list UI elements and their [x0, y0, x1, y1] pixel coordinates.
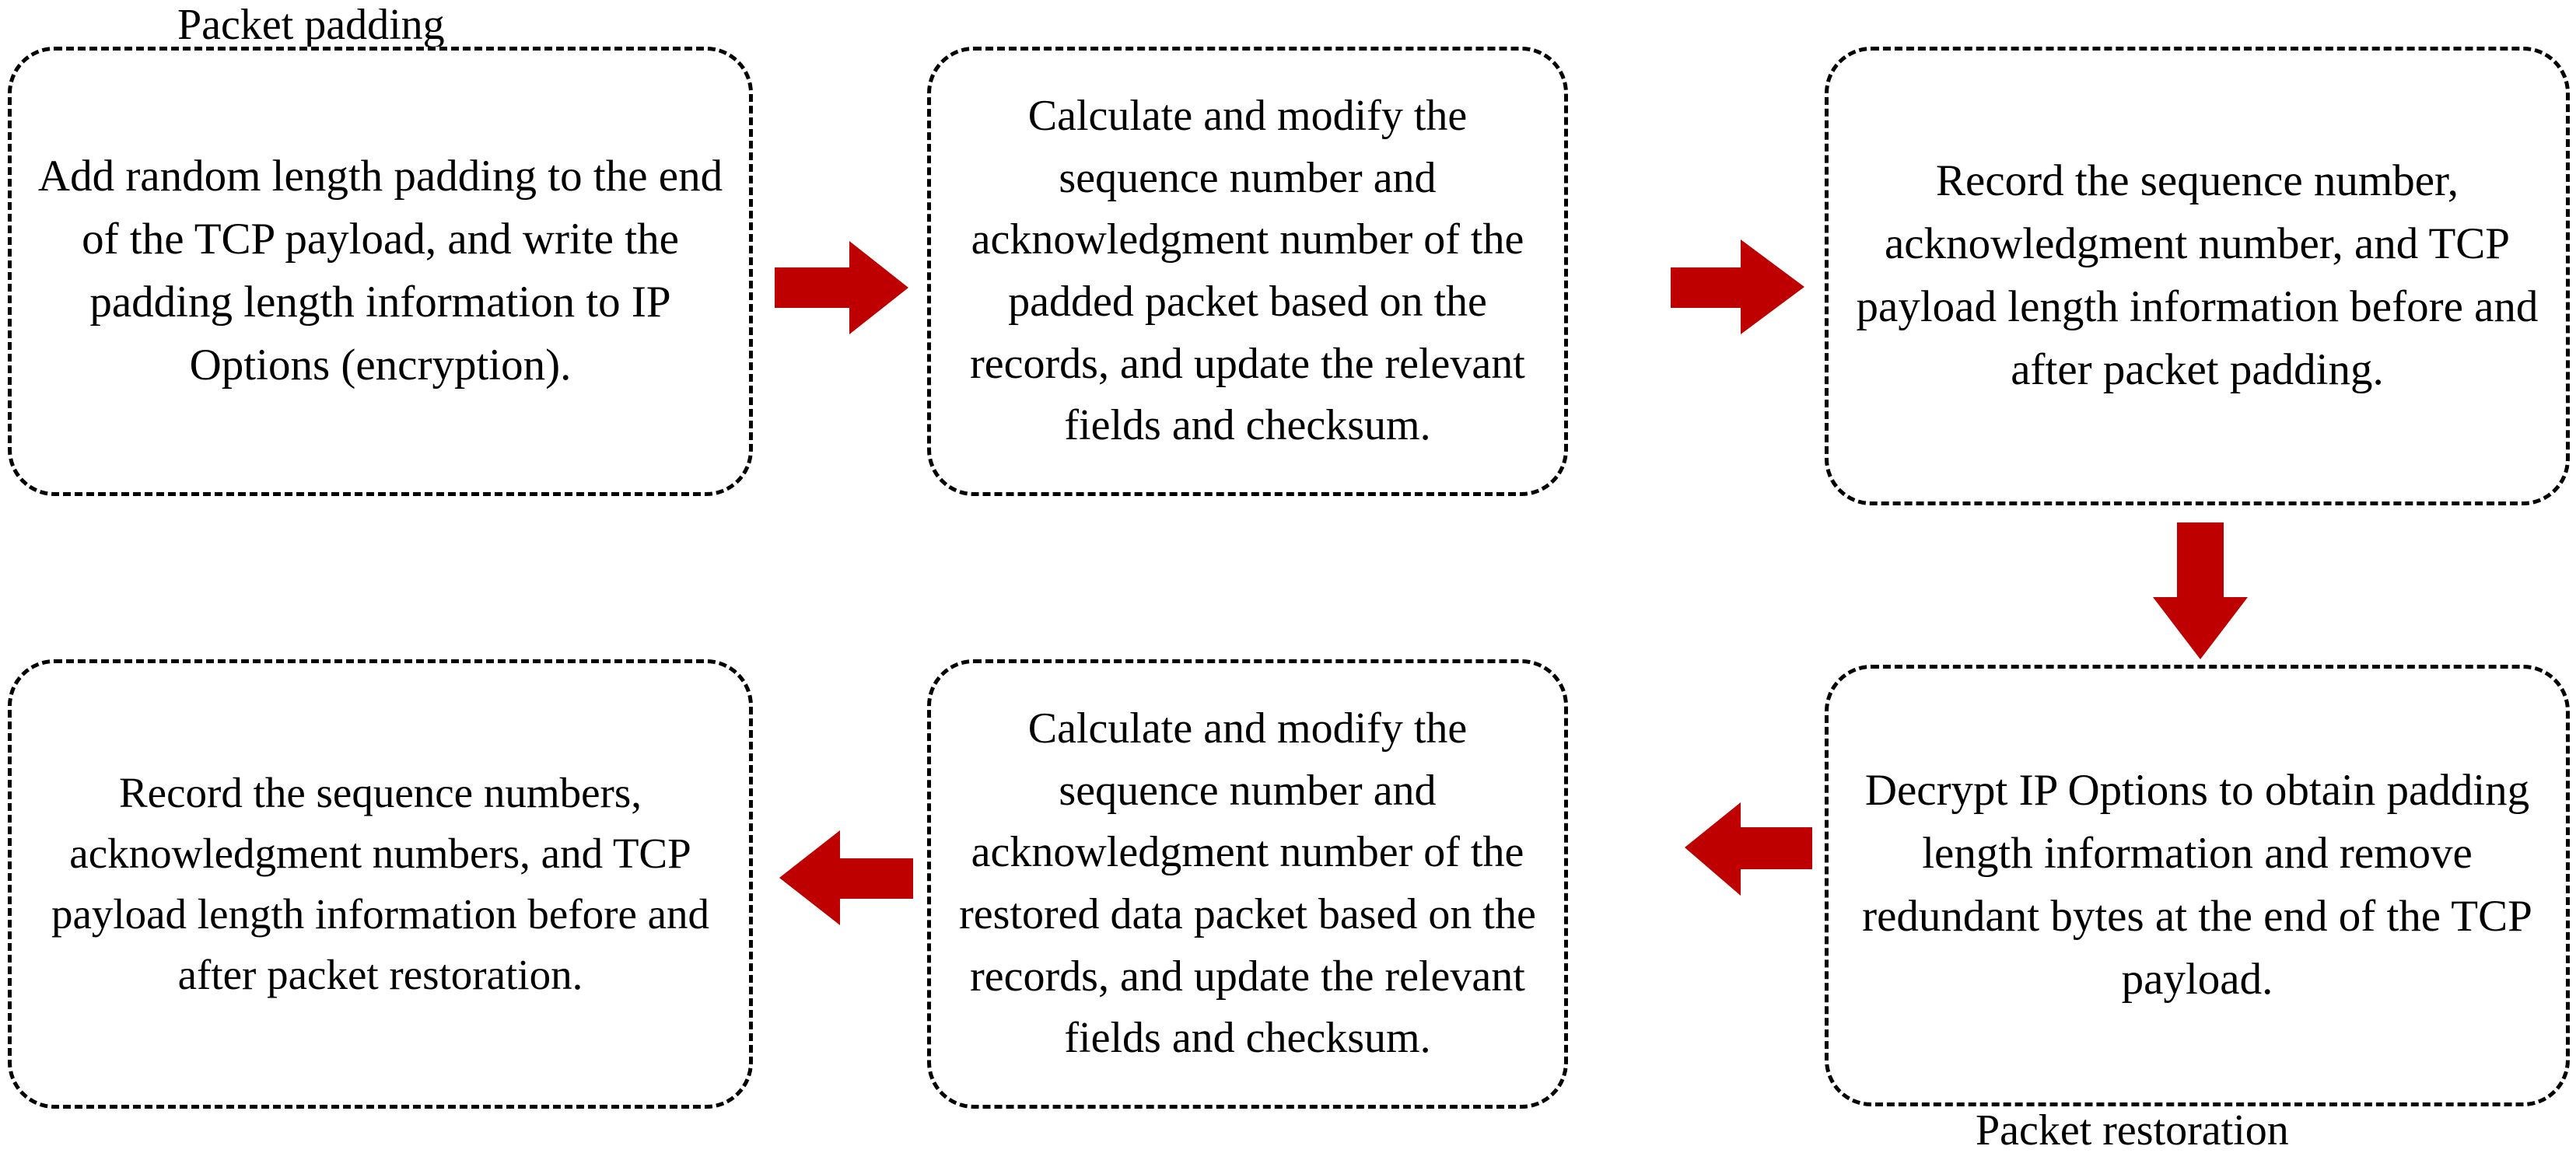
process-box-text: Calculate and modify the sequence number… [959, 704, 1536, 1063]
section-label-packet-padding: Packet padding [177, 1, 445, 49]
arrow-left-icon [779, 830, 913, 925]
arrow-down-icon [2153, 522, 2248, 659]
arrow-left-icon [1685, 802, 1812, 896]
process-box-text: Calculate and modify the sequence number… [970, 92, 1525, 450]
process-box-modify-padded-packet[interactable]: Calculate and modify the sequence number… [927, 47, 1568, 496]
process-box-text: Decrypt IP Options to obtain padding len… [1862, 766, 2532, 1004]
process-box-decrypt-remove-padding[interactable]: Decrypt IP Options to obtain padding len… [1825, 665, 2570, 1106]
process-box-record-padding[interactable]: Record the sequence number, acknowledgme… [1825, 47, 2570, 505]
process-box-record-restoration[interactable]: Record the sequence numbers, acknowledgm… [8, 659, 753, 1109]
arrow-right-icon [1671, 239, 1804, 334]
section-label-packet-restoration: Packet restoration [1976, 1106, 2289, 1155]
process-box-modify-restored-packet[interactable]: Calculate and modify the sequence number… [927, 659, 1568, 1109]
arrow-right-icon [775, 241, 908, 334]
process-box-text: Record the sequence numbers, acknowledgm… [51, 768, 710, 999]
process-box-text: Add random length padding to the end of … [37, 152, 723, 390]
process-box-add-padding[interactable]: Add random length padding to the end of … [8, 47, 753, 496]
process-box-text: Record the sequence number, acknowledgme… [1856, 156, 2539, 394]
